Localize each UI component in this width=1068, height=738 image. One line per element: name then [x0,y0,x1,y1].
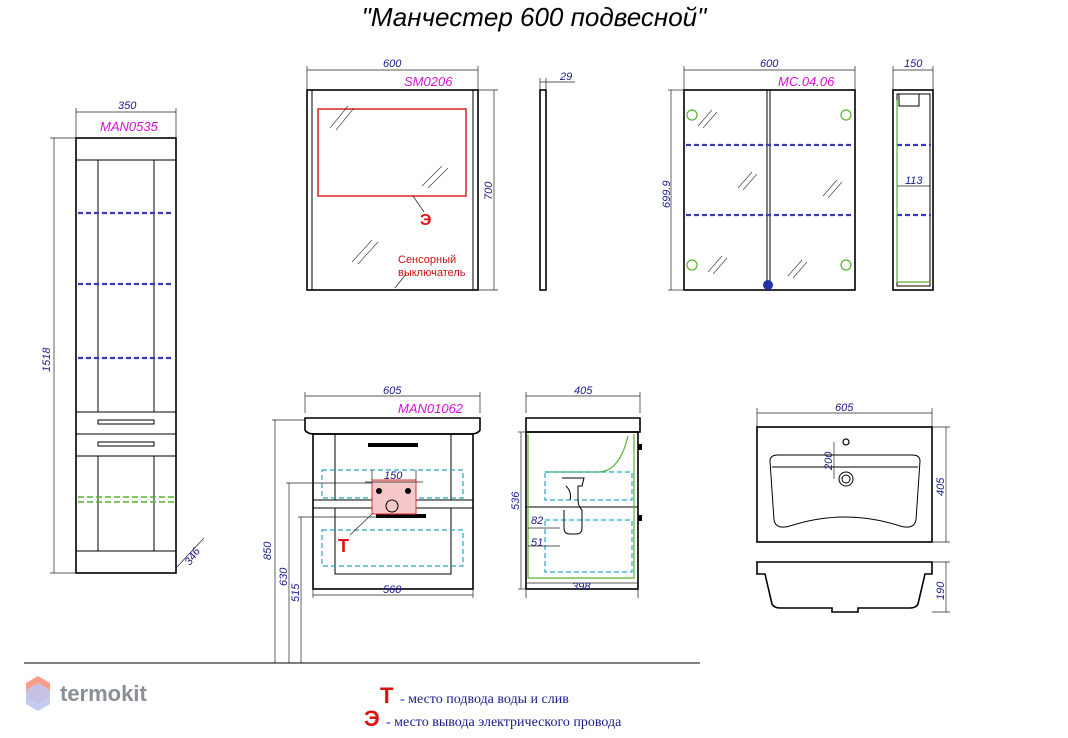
mirror-cabinet-height: 699.9 [661,180,673,208]
mirror-side: 29 [539,71,575,291]
legend-symbol-electric: Э [364,706,380,731]
mirror-cabinet-code: MC.04.06 [778,74,835,89]
vanity-side-dim-51: 51 [531,537,543,549]
vanity-side-inner-depth: 398 [572,581,591,593]
switch-label-line1: Сенсорный [398,254,456,266]
basin-height: 190 [935,581,947,600]
mirror-code: SM0206 [404,74,453,89]
switch-icon [763,280,773,290]
mirror-width: 600 [383,58,402,70]
vanity-outlet-width: 150 [384,470,403,482]
basin-depth: 405 [935,477,947,496]
vanity-inner-width: 560 [383,584,402,596]
mirror-cabinet-shelf-depth: 113 [905,175,923,187]
vanity-side-depth: 405 [574,385,593,397]
tall-cabinet-height: 1518 [41,347,53,372]
mirror-cabinet-width: 600 [760,58,779,70]
vanity-width: 605 [383,385,402,397]
mirror-cabinet-side: 150 113 [892,58,934,291]
basin-top: 605 200 405 [756,402,950,543]
mirror-front: 600 SM0206 Э Сенсорный выключатель 700 [306,58,498,291]
logo-text: termokit [60,681,147,706]
basin-width: 605 [835,402,854,414]
basin-tap-offset: 200 [823,451,835,471]
vanity-height-630: 630 [278,567,290,586]
vanity-height-850: 850 [262,541,274,560]
tall-cabinet-width: 350 [118,100,137,112]
tall-cabinet-front: 350 MAN0535 1518 346 [41,100,205,574]
mirror-cabinet-depth: 150 [904,58,923,70]
switch-label-line2: выключатель [398,267,466,279]
basin-side: 190 [756,561,950,613]
mirror-height: 700 [483,181,495,200]
page-title: "Манчестер 600 подвесной" [361,2,707,32]
vanity-height-515: 515 [290,583,302,602]
termokit-logo: termokit [26,676,147,711]
tall-cabinet-code: MAN0535 [100,119,159,134]
vanity-front: 605 MAN01062 150 Т 560 850 630 515 [262,385,481,663]
legend: Т - место подвода воды и слив Э - место … [364,683,622,731]
water-symbol: Т [338,536,349,556]
mirror-light-panel [317,108,467,197]
legend-text-electric: - место вывода электрического провода [386,715,622,730]
vanity-side-dim-82: 82 [531,515,543,527]
vanity-side-height: 536 [510,491,522,510]
outlet-symbol: Э [420,212,431,229]
vanity-code: MAN01062 [398,401,464,416]
vanity-side: 405 536 82 51 398 [510,385,642,598]
mirror-depth: 29 [559,71,572,83]
legend-symbol-water: Т [380,683,394,708]
tall-cabinet-depth: 346 [183,545,204,568]
legend-text-water: - место подвода воды и слив [400,692,569,707]
mirror-cabinet-front: 600 MC.04.06 699.9 [661,58,856,291]
